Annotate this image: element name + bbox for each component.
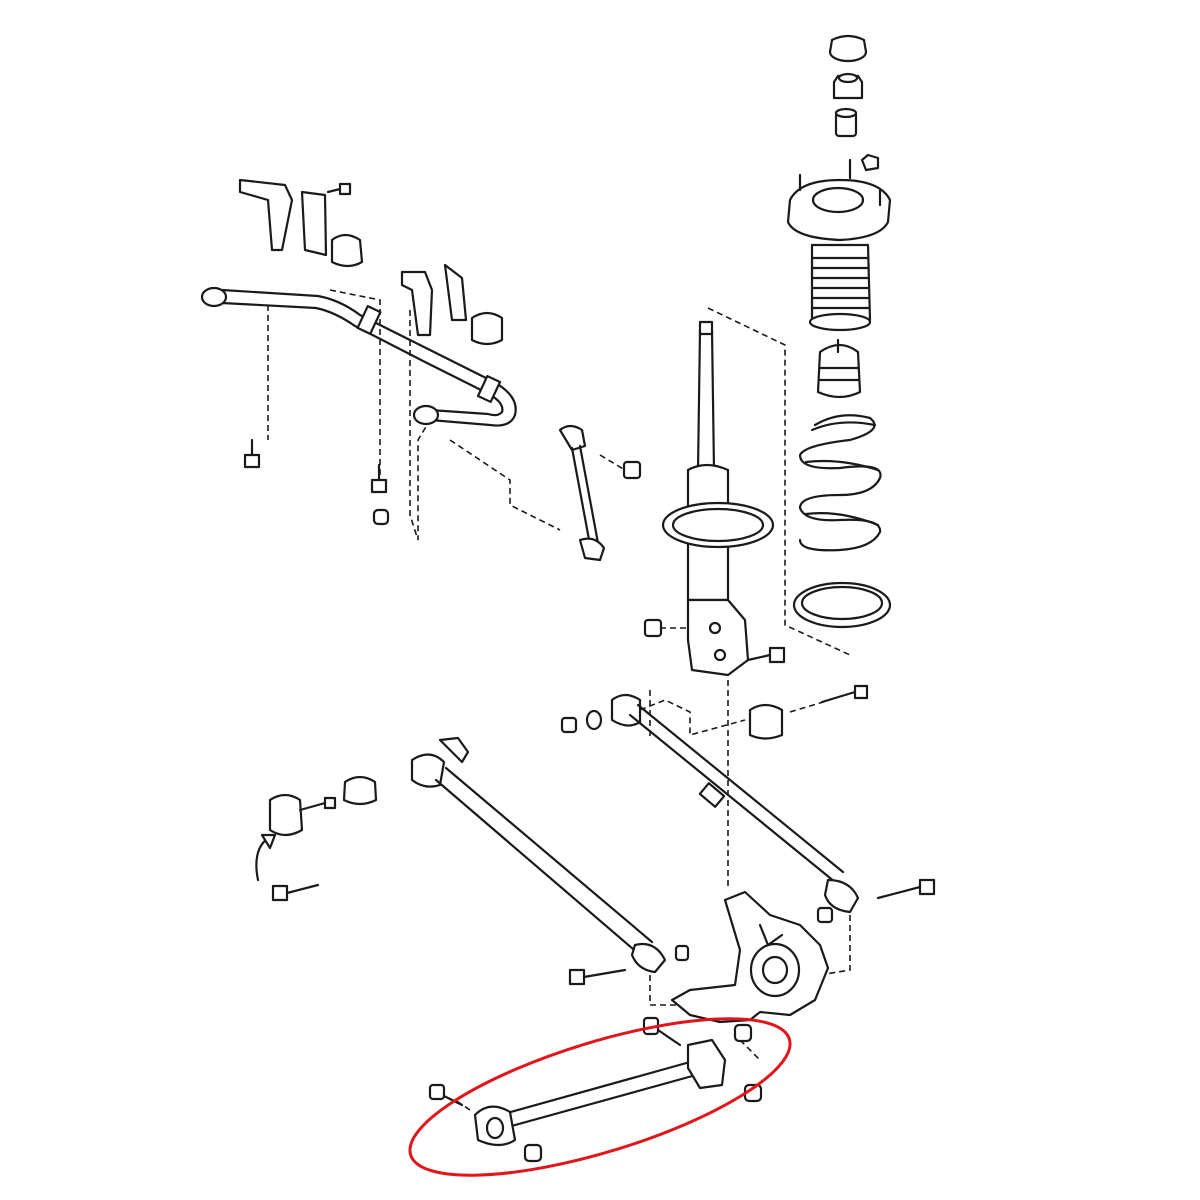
strut-bracket-nut (643, 618, 663, 638)
lower-lateral-arm (410, 736, 667, 974)
highlight-ellipse (408, 1017, 792, 1177)
stabilizer-bushing-right (470, 311, 504, 346)
lower-arm-hardware (268, 775, 690, 986)
upper-strut-mount (786, 153, 892, 242)
arm-bushing-bolt (748, 684, 936, 924)
strut-bracket-bolt (746, 646, 786, 664)
stabilizer-bracket-left (238, 178, 328, 257)
assembly-guide-lines (267, 289, 851, 1111)
bracket-bolts (243, 182, 390, 526)
strut-boot (808, 243, 872, 332)
coil-spring (798, 414, 882, 552)
upper-lateral-arm (610, 693, 860, 914)
rotation-arrow-icon (255, 833, 277, 882)
arm-nut-washer (560, 709, 603, 734)
stabilizer-link (558, 424, 642, 562)
stabilizer-bushing-left (330, 233, 364, 268)
stabilizer-bracket-right (400, 263, 468, 337)
lower-spring-insulator (792, 581, 892, 629)
strut-spacer (834, 107, 858, 138)
bump-stop (816, 338, 862, 399)
stabilizer-bar (200, 286, 517, 427)
rear-lower-control-arm (428, 1016, 763, 1163)
shock-absorber (661, 320, 775, 677)
rear-knuckle (670, 890, 830, 1024)
strut-dust-cap (828, 34, 868, 63)
strut-nut (832, 72, 864, 100)
